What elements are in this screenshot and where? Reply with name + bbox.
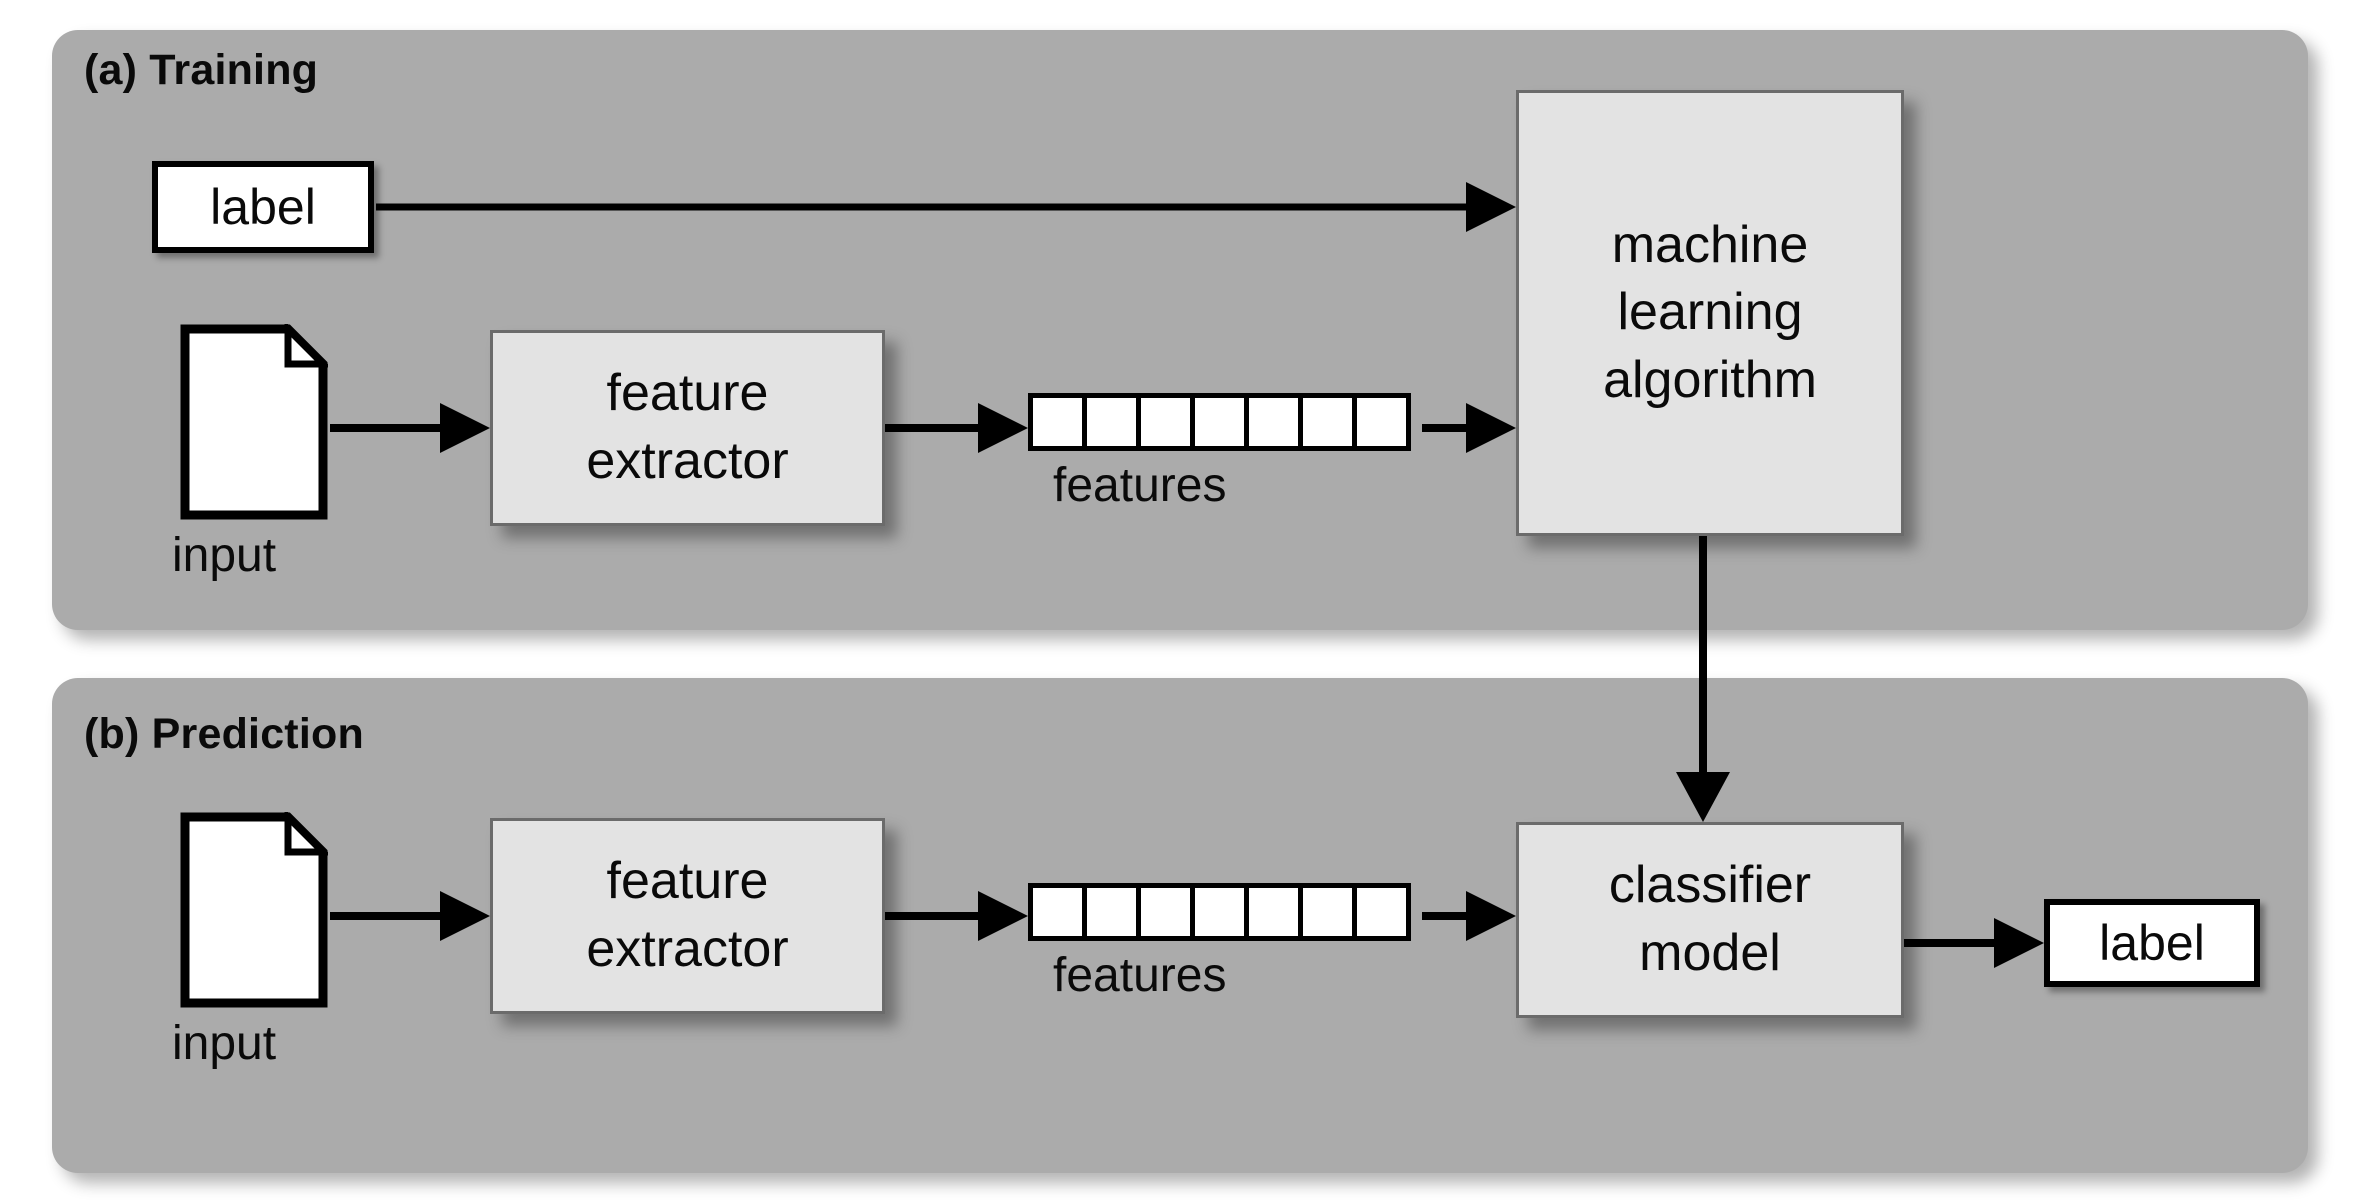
label-box-prediction: label xyxy=(2044,899,2260,987)
feature-cell xyxy=(1141,398,1195,446)
label-box-training: label xyxy=(152,161,374,253)
classifier-line1: classifier xyxy=(1608,856,1812,915)
feature-cell xyxy=(1249,888,1303,936)
feature-cell xyxy=(1303,398,1357,446)
feature-cell xyxy=(1033,398,1087,446)
input-document-icon-training xyxy=(180,320,332,520)
feature-cell xyxy=(1087,398,1141,446)
feature-cell xyxy=(1033,888,1087,936)
feature-extractor-line2: extractor xyxy=(586,432,789,490)
features-caption-prediction: features xyxy=(1053,949,1227,1002)
feature-cell xyxy=(1087,888,1141,936)
ml-line3: algorithm xyxy=(1603,350,1817,409)
ml-line2: learning xyxy=(1617,283,1803,342)
feature-cell xyxy=(1357,888,1406,936)
feature-extractor-line1: feature xyxy=(606,364,769,423)
features-vector-prediction xyxy=(1028,883,1411,941)
feature-extractor-training: feature extractor xyxy=(490,330,885,526)
features-vector-training xyxy=(1028,393,1411,451)
feature-extractor-line1: feature xyxy=(606,852,769,911)
panel-title-prediction: (b) Prediction xyxy=(84,710,364,758)
feature-cell xyxy=(1141,888,1195,936)
features-caption-training: features xyxy=(1053,459,1227,512)
feature-cell xyxy=(1357,398,1406,446)
feature-extractor-line2: extractor xyxy=(586,920,789,978)
classifier-line2: model xyxy=(1639,924,1781,982)
input-caption-prediction: input xyxy=(172,1017,277,1070)
ml-line1: machine xyxy=(1611,215,1809,274)
panel-training xyxy=(52,30,2308,630)
machine-learning-algorithm: machine learning algorithm xyxy=(1516,90,1904,536)
feature-extractor-prediction: feature extractor xyxy=(490,818,885,1014)
input-caption-training: input xyxy=(172,529,277,582)
feature-cell xyxy=(1195,888,1249,936)
classifier-model: classifier model xyxy=(1516,822,1904,1018)
feature-cell xyxy=(1195,398,1249,446)
feature-cell xyxy=(1303,888,1357,936)
feature-cell xyxy=(1249,398,1303,446)
panel-title-training: (a) Training xyxy=(84,46,319,94)
input-document-icon-prediction xyxy=(180,808,332,1008)
